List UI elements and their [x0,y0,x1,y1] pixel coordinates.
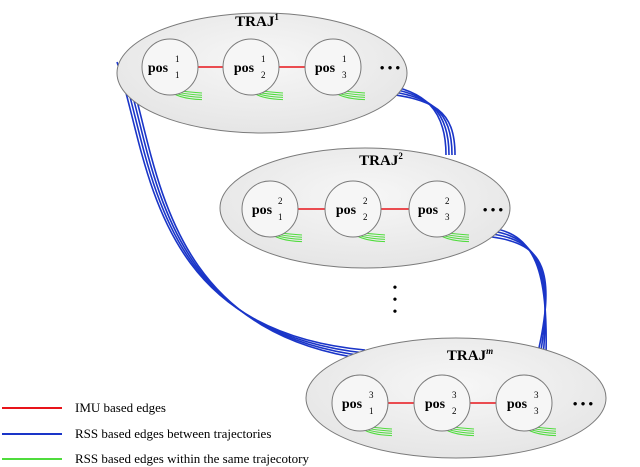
legend: IMU based edges RSS based edges between … [2,400,309,466]
node-pos-m-2: pos 3 2 [413,374,471,432]
rss-edge-traj2-trajm [491,233,546,358]
vertical-ellipsis-dot: • [393,293,398,308]
node-label: pos [252,203,273,218]
node-superscript: 1 [342,54,347,64]
rss-edge-traj2-trajm [491,230,546,358]
node-superscript: 1 [175,54,180,64]
node-circle [495,374,553,432]
node-circle [304,38,362,96]
node-label: pos [336,203,357,218]
node-superscript: 3 [369,390,374,400]
node-subscript: 1 [278,212,283,222]
node-superscript: 2 [278,196,283,206]
node-circle [222,38,280,96]
node-pos-1-1: pos 1 1 [141,38,199,96]
trajectory-title: TRAJ1 [235,12,279,30]
vertical-ellipsis-dot: • [393,305,398,320]
node-label: pos [507,397,528,412]
horizontal-ellipsis: • • • [573,396,594,411]
node-subscript: 2 [261,70,266,80]
legend-item-rss-within: RSS based edges within the same trajecot… [2,451,309,466]
node-pos-2-1: pos 2 1 [241,180,299,238]
node-pos-1-2: pos 1 2 [222,38,280,96]
rss-edge-traj1-trajm [119,61,366,354]
vertical-ellipsis: • • • [393,281,398,320]
trajectory-group-1: TRAJ1 pos 1 1 pos 1 2 pos 1 3 [116,12,408,134]
legend-label: RSS based edges within the same trajecot… [75,451,309,466]
node-label: pos [418,203,439,218]
node-subscript: 3 [445,212,450,222]
node-subscript: 2 [363,212,368,222]
rss-edge-traj2-trajm [491,227,547,358]
node-circle [413,374,471,432]
rss-edge-traj1-trajm [125,61,366,360]
node-circle [324,180,382,238]
vertical-ellipsis-dot: • [393,281,398,296]
node-pos-2-2: pos 2 2 [324,180,382,238]
node-subscript: 3 [342,70,347,80]
node-pos-m-1: pos 3 1 [331,374,389,432]
rss-edge-traj1-trajm [122,61,366,357]
legend-label: RSS based edges between trajectories [75,426,271,441]
node-subscript: 1 [369,406,374,416]
node-circle [408,180,466,238]
node-superscript: 2 [445,196,450,206]
horizontal-ellipsis: • • • [483,202,504,217]
rss-between-trajectories-edges [116,61,547,360]
node-label: pos [234,61,255,76]
node-subscript: 1 [175,70,180,80]
node-subscript: 3 [534,406,539,416]
node-pos-m-3: pos 3 3 [495,374,553,432]
node-circle [141,38,199,96]
rss-edge-traj1-trajm [116,61,366,351]
horizontal-ellipsis: • • • [380,60,401,75]
node-superscript: 1 [261,54,266,64]
legend-label: IMU based edges [75,400,166,415]
node-label: pos [425,397,446,412]
node-superscript: 3 [534,390,539,400]
node-label: pos [315,61,336,76]
node-subscript: 2 [452,406,457,416]
node-circle [331,374,389,432]
node-label: pos [342,397,363,412]
legend-item-imu: IMU based edges [2,400,166,415]
node-pos-2-3: pos 2 3 [408,180,466,238]
trajectory-group-2: TRAJ2 pos 2 1 pos 2 2 pos 2 3 [219,147,511,269]
rss-edge-traj2-trajm [491,236,547,358]
trajectory-group-m: TRAJm pos 3 1 pos 3 2 pos 3 3 [305,337,607,459]
trajectory-title: TRAJ2 [359,151,403,169]
node-label: pos [148,61,169,76]
node-superscript: 3 [452,390,457,400]
node-circle [241,180,299,238]
node-pos-1-3: pos 1 3 [304,38,362,96]
legend-item-rss-between: RSS based edges between trajectories [2,426,271,441]
node-superscript: 2 [363,196,368,206]
trajectory-title: TRAJm [447,346,493,364]
